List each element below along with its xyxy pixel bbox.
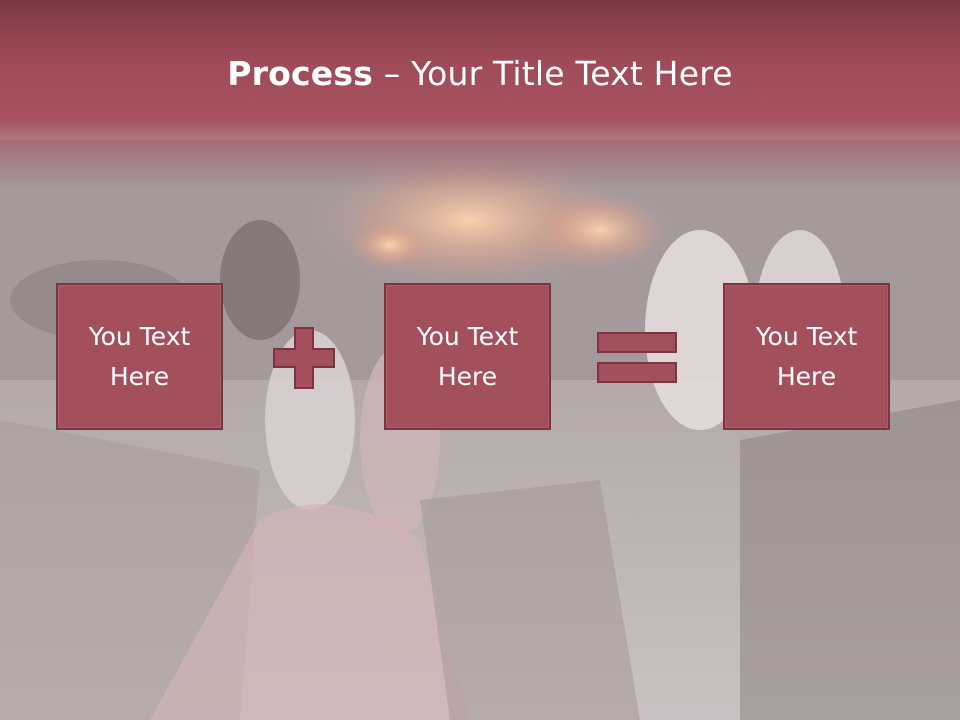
- process-box-1-text: You Text Here: [88, 321, 191, 391]
- title-bar: [0, 0, 960, 190]
- process-box-1[interactable]: You Text Here: [56, 283, 223, 430]
- title-bold: Process: [227, 54, 374, 93]
- title-rest: – Your Title Text Here: [373, 54, 733, 93]
- slide-title: Process – Your Title Text Here: [0, 52, 960, 96]
- process-box-2-text: You Text Here: [416, 321, 519, 391]
- plus-icon: [273, 327, 335, 389]
- process-box-3[interactable]: You Text Here: [723, 283, 890, 430]
- process-box-2[interactable]: You Text Here: [384, 283, 551, 430]
- equals-icon: [597, 332, 677, 383]
- process-box-3-text: You Text Here: [755, 321, 858, 391]
